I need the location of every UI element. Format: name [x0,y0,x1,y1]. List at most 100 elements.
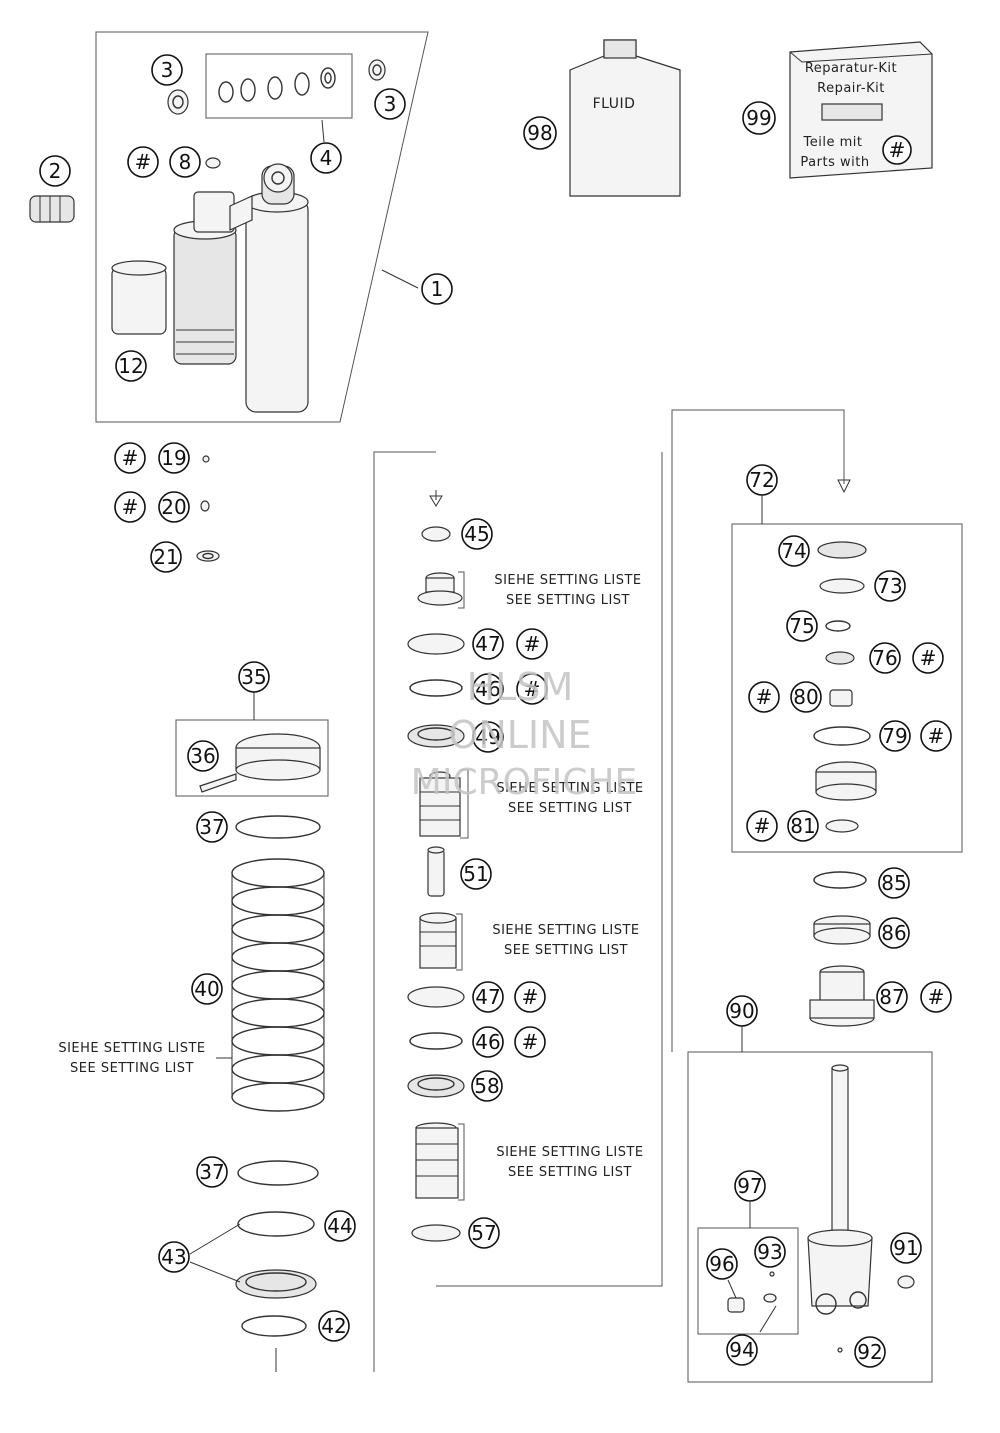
seal-set-frame [205,53,353,119]
callout-hash-80: # [748,681,780,713]
svg-text:1: 1 [431,277,444,301]
ring-47-bottom-drawing [407,986,465,1008]
leader-43 [189,1223,241,1283]
svg-text:98: 98 [527,121,552,145]
callout-81: 81 [787,810,819,842]
callout-42: 42 [318,1310,350,1342]
callout-74: 74 [778,535,810,567]
leader-1 [381,269,419,289]
svg-text:37: 37 [199,815,224,839]
svg-text:#: # [122,446,139,470]
callout-90: 90 [726,995,758,1027]
svg-text:43: 43 [161,1245,186,1269]
callout-1: 1 [421,273,453,305]
callout-20: 20 [158,491,190,523]
shock-body-drawing [111,163,309,413]
svg-text:#: # [754,814,771,838]
callout-51: 51 [460,858,492,890]
callout-76: 76 [869,642,901,674]
svg-text:90: 90 [729,999,754,1023]
ring-57-drawing [411,1224,461,1242]
middle-column-frame [373,451,663,1372]
setting-en-3: SEE SETTING LIST [504,943,628,958]
repair-kit-parts-de-label: Teile mit [803,135,863,150]
svg-text:44: 44 [327,1214,352,1238]
seal-set-drawing [218,67,336,103]
svg-text:76: 76 [872,646,897,670]
ring-58-drawing [407,1074,465,1098]
callout-hash-81: # [746,810,778,842]
part-87-drawing [809,965,875,1027]
right-column-frame [671,409,845,1052]
callout-12: 12 [115,350,147,382]
svg-text:35: 35 [241,665,266,689]
callout-87: 87 [876,981,908,1013]
svg-text:80: 80 [793,685,818,709]
svg-text:49: 49 [475,725,500,749]
svg-text:21: 21 [153,545,178,569]
callout-58: 58 [471,1070,503,1102]
svg-text:58: 58 [474,1074,499,1098]
callout-40: 40 [191,973,223,1005]
svg-text:#: # [928,985,945,1009]
valve-stack-1-drawing [417,572,463,606]
bracket-setting-1 [458,571,465,609]
callout-96: 96 [706,1248,738,1280]
callout-hash-kit: # [882,135,912,165]
svg-text:85: 85 [881,871,906,895]
callout-hash-47-top: # [516,628,548,660]
svg-text:37: 37 [199,1160,224,1184]
callout-46-top: 46 [472,673,504,705]
callout-46-bottom: 46 [472,1026,504,1058]
callout-86: 86 [878,917,910,949]
valve-stack-2-drawing [419,771,461,837]
callout-36: 36 [187,740,219,772]
watermark-line1: HLSM [467,665,574,709]
setting-en-left: SEE SETTING LIST [70,1061,194,1076]
callout-3-right: 3 [374,88,406,120]
svg-text:79: 79 [882,724,907,748]
ring-44-drawing [237,1211,315,1237]
fluid-bottle-drawing [569,39,681,197]
callout-99: 99 [742,101,776,135]
callout-79: 79 [879,720,911,752]
piston-rod-frame [687,1051,933,1383]
callout-hash-79: # [920,720,952,752]
bracket-setting-2 [460,769,469,839]
callout-hash-47-bottom: # [514,981,546,1013]
callout-21: 21 [150,541,182,573]
bracket-setting-3 [456,913,463,971]
setting-de-3: SIEHE SETTING LISTE [492,923,639,938]
svg-text:42: 42 [321,1314,346,1338]
svg-text:72: 72 [749,468,774,492]
callout-hash-19: # [114,442,146,474]
callout-72: 72 [746,464,778,496]
callout-73: 73 [874,570,906,602]
callout-45: 45 [461,518,493,550]
spring-drawing [231,858,325,1112]
svg-text:57: 57 [471,1221,496,1245]
callout-97: 97 [734,1170,766,1202]
ring-47-top-drawing [407,633,465,655]
svg-text:3: 3 [384,92,397,116]
needle-51-drawing [427,846,445,897]
repair-kit-de-label: Reparatur-Kit [805,61,897,76]
setting-de-4: SIEHE SETTING LISTE [496,1145,643,1160]
setting-en-4: SEE SETTING LIST [508,1165,632,1180]
svg-text:#: # [524,632,541,656]
arrow-45 [429,490,443,507]
watermark-line2: ONLINE [448,713,591,757]
svg-text:73: 73 [877,574,902,598]
part-86-drawing [813,915,871,945]
callout-2: 2 [39,155,71,187]
svg-text:#: # [920,646,937,670]
svg-text:#: # [135,150,152,174]
svg-text:46: 46 [475,1030,500,1054]
spring-retainer-frame [175,719,329,797]
valve-stack-3-drawing [419,912,457,969]
setting-en-2: SEE SETTING LIST [508,801,632,816]
leader-4 [321,119,325,143]
valve-kit-parts-drawing [813,541,877,833]
callout-4: 4 [310,142,342,174]
